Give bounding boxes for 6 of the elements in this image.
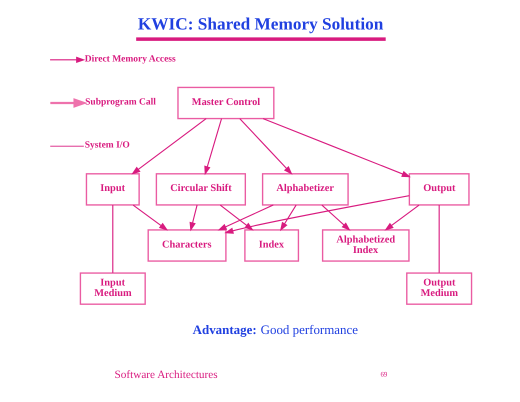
label: Advantage: Good performance xyxy=(192,322,358,337)
diagram-title: KWIC: Shared Memory Solution xyxy=(137,14,383,34)
label: Software Architectures xyxy=(114,368,218,381)
legend-label: Direct Memory Access xyxy=(84,54,176,64)
legend-label: System I/O xyxy=(84,140,130,151)
legend-label: Subprogram Call xyxy=(84,98,156,108)
